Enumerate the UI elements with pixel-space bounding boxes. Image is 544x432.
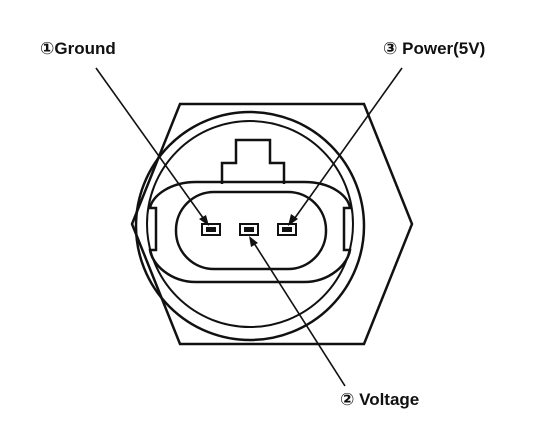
- connector-key-tab: [220, 138, 286, 184]
- connector-housing: [148, 180, 352, 284]
- terminal-power: [277, 223, 297, 236]
- terminal-voltage: [239, 223, 259, 236]
- label-power: ③ Power(5V): [383, 39, 485, 58]
- leader-ground: [95, 67, 209, 226]
- terminal-ground: [201, 223, 221, 236]
- leader-power: [288, 67, 403, 226]
- hex-body-outline: [130, 102, 414, 346]
- connector-socket: [174, 190, 328, 271]
- label-voltage: ② Voltage: [340, 390, 419, 409]
- outer-ring: [134, 110, 366, 342]
- label-ground: ①Ground: [40, 39, 116, 58]
- leader-voltage: [249, 236, 346, 387]
- inner-ring: [146, 120, 354, 328]
